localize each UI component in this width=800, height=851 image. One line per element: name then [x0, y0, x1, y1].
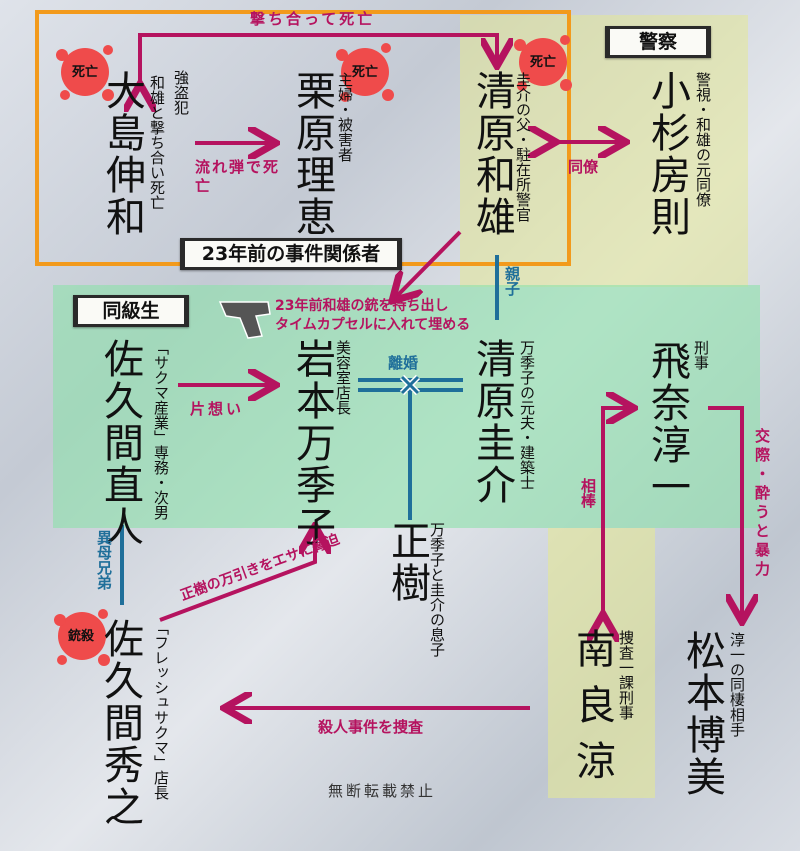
character-makiko-name: 岩本万季子 — [289, 338, 335, 548]
character-masaki-desc: 万季子と圭介の息子 — [428, 522, 446, 657]
group-label-classmates: 同級生 — [73, 295, 189, 327]
character-kosugi-desc: 警視・和雄の元同僚 — [694, 72, 712, 207]
label-parent-child: 親子 — [503, 266, 521, 296]
group-label-police: 警察 — [605, 26, 711, 58]
character-masaki-name: 正樹 — [384, 520, 430, 604]
label-gun-line2: タイムカプセルに入れて埋める — [275, 317, 471, 333]
label-half-brothers: 異母兄弟 — [95, 530, 113, 590]
label-unrequited: 片想い — [190, 400, 245, 418]
kazuo-death-badge: 死亡 — [530, 55, 557, 70]
hideyuki-shot-badge: 銃殺 — [68, 629, 95, 644]
oshima-death-badge: 死亡 — [72, 65, 99, 80]
character-kosugi-name: 小杉房則 — [644, 70, 690, 238]
partner-arrow — [603, 408, 630, 618]
character-kurihara-name: 栗原理恵 — [289, 70, 335, 238]
blackmail-arrow — [159, 530, 315, 622]
character-keisuke-name: 清原圭介 — [469, 338, 515, 506]
label-gun-line1: 23年前和雄の銃を持ち出し — [275, 298, 449, 314]
gun-arrow — [395, 230, 462, 298]
character-matsumoto-name: 松本博美 — [679, 630, 725, 798]
character-makiko-desc: 美容室店長 — [334, 340, 352, 415]
label-divorce: 離婚 — [388, 354, 419, 372]
character-keisuke-desc: 万季子の元夫・建築士 — [518, 340, 536, 490]
label-investigate: 殺人事件を捜査 — [318, 718, 424, 736]
label-dating: 交際・酔うと暴力 — [753, 428, 771, 580]
character-kazuo-desc: 圭介の父・駐在所警官 — [514, 72, 532, 222]
dating-arrow — [708, 406, 742, 618]
divorce-line — [358, 378, 463, 392]
character-junichi-name: 飛奈淳一 — [644, 340, 690, 508]
character-nara-desc: 捜査一課刑事 — [617, 630, 635, 720]
character-naoto-desc: 「サクマ産業」専務・次男 — [152, 340, 170, 520]
character-oshima-desc2: 和雄と撃ち合い死亡 — [148, 75, 166, 210]
character-matsumoto-desc: 淳一の同棲相手 — [728, 632, 746, 737]
label-colleague: 同僚 — [568, 158, 599, 176]
label-stray-bullet: 流れ弾で死亡 — [195, 158, 281, 195]
group-label-past-case: 23年前の事件関係者 — [180, 238, 402, 270]
label-partner: 相棒 — [579, 478, 597, 508]
gun-icon — [218, 301, 271, 339]
shootout-arrow — [140, 33, 497, 88]
character-kazuo-name: 清原和雄 — [469, 70, 515, 238]
character-junichi-desc: 刑事 — [692, 340, 710, 370]
label-shootout: 撃ち合って死亡 — [250, 10, 376, 28]
kurihara-death-badge: 死亡 — [352, 65, 379, 80]
character-oshima-desc1: 強盗犯 — [172, 70, 190, 115]
character-naoto-name: 佐久間直人 — [97, 338, 143, 548]
death-splat-icon — [54, 35, 572, 666]
character-hideyuki-name: 佐久間秀之 — [97, 618, 143, 828]
character-hideyuki-desc: 「フレッシュサクマ」店長 — [152, 620, 170, 800]
character-kurihara-desc: 主婦・被害者 — [336, 72, 354, 162]
character-oshima-name: 大島伸和 — [99, 70, 145, 238]
footer-no-reproduction: 無断転載禁止 — [328, 782, 437, 800]
character-nara-name: 南良涼 — [569, 628, 615, 796]
